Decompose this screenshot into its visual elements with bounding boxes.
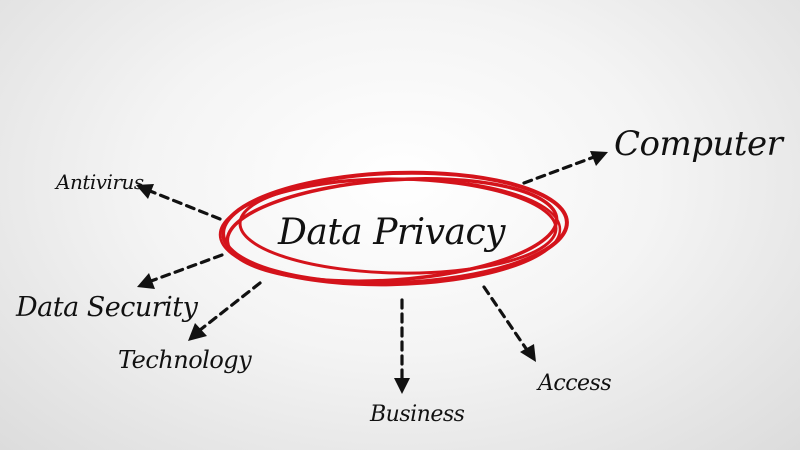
- arrow-to-business: [394, 298, 410, 394]
- arrow-to-technology: [188, 281, 262, 341]
- center-label: Data Privacy: [278, 212, 505, 253]
- node-label-technology: Technology: [118, 346, 252, 374]
- center-highlight-circle: [218, 170, 569, 287]
- arrow-to-antivirus: [136, 184, 222, 221]
- node-label-access: Access: [538, 371, 612, 396]
- arrow-to-access: [482, 285, 536, 362]
- node-label-data-security: Data Security: [16, 292, 198, 323]
- node-label-business: Business: [370, 402, 465, 427]
- node-label-computer: Computer: [614, 124, 783, 164]
- arrow-to-computer: [522, 151, 608, 185]
- arrow-to-data-security: [137, 253, 224, 289]
- node-label-antivirus: Antivirus: [56, 170, 144, 194]
